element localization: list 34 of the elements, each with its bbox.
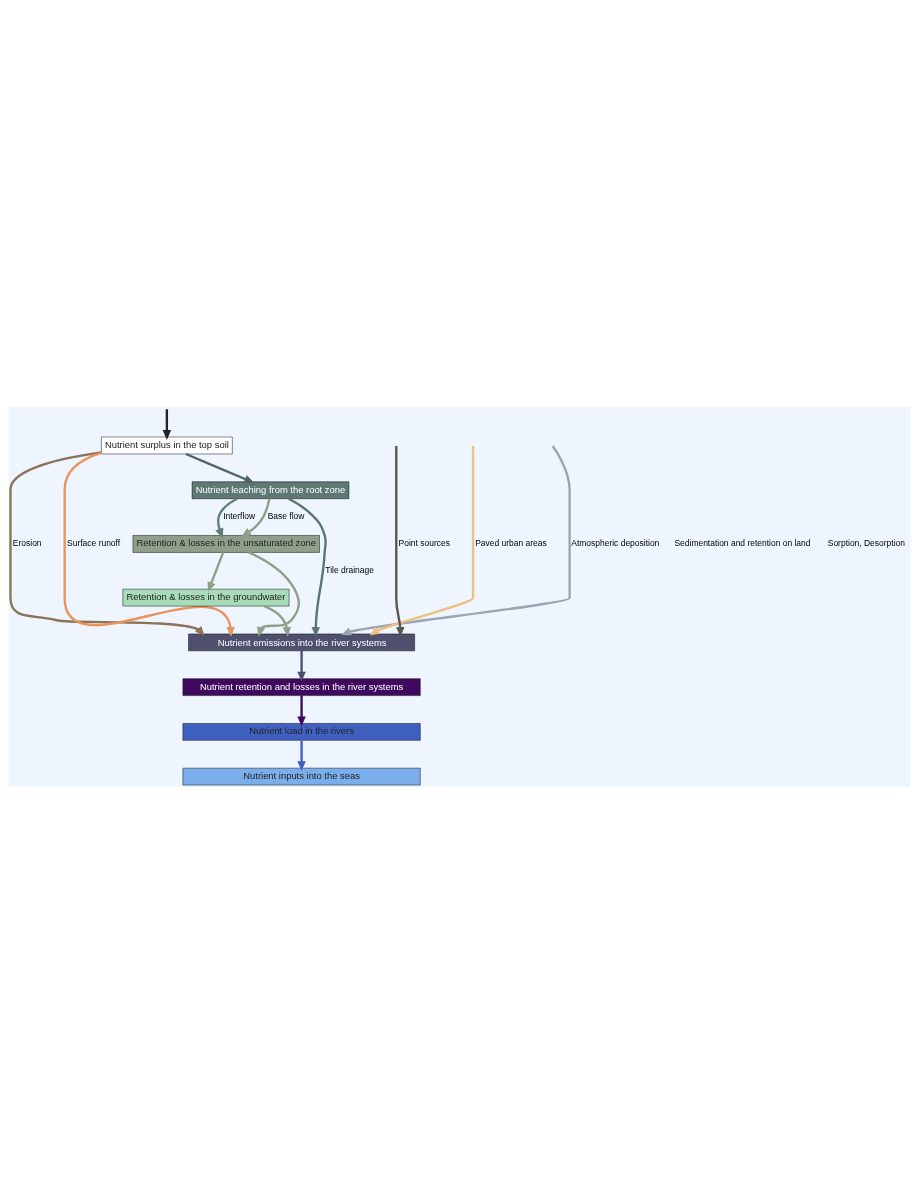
edge-label: Paved urban areas (475, 538, 547, 549)
arrow (207, 552, 225, 592)
arrow (9, 451, 205, 637)
arrow (369, 446, 475, 636)
node-box: Nutrient emissions into the river systems (188, 633, 415, 652)
arrow (185, 452, 255, 483)
arrow (263, 605, 291, 637)
edge-label: Tile drainage (325, 564, 374, 575)
node-box: Retention & losses in the groundwater (122, 588, 290, 607)
edge-label: Erosion (12, 538, 42, 549)
node-box: Retention & losses in the unsaturated zone (132, 535, 320, 553)
edge-label: Surface runoff (67, 538, 121, 549)
edge-label: Point sources (398, 538, 450, 549)
edge-label: Base flow (267, 511, 305, 522)
arrow (297, 740, 306, 771)
arrow (241, 498, 271, 537)
node-box: Nutrient load in the rivers (182, 723, 421, 741)
node-box: Nutrient retention and losses in the river systems (182, 678, 421, 696)
arrow (288, 497, 327, 637)
label: Sedimentation and retention on land (674, 538, 811, 549)
edge-label: Atmospheric deposition (571, 538, 660, 549)
label: Sorption, Desorption (827, 538, 905, 549)
arrow (63, 451, 235, 637)
arrow (248, 551, 300, 637)
arrow (297, 650, 306, 682)
arrow (297, 695, 306, 727)
arrow (341, 445, 571, 636)
arrow (162, 409, 172, 440)
node-box: Nutrient inputs into the seas (182, 767, 421, 786)
arrow (395, 446, 405, 637)
node-box: Nutrient surplus in the top soil (101, 436, 233, 455)
node-box: Nutrient leaching from the root zone (191, 481, 350, 499)
edge-label: Interflow (223, 511, 256, 522)
arrow (215, 497, 238, 539)
